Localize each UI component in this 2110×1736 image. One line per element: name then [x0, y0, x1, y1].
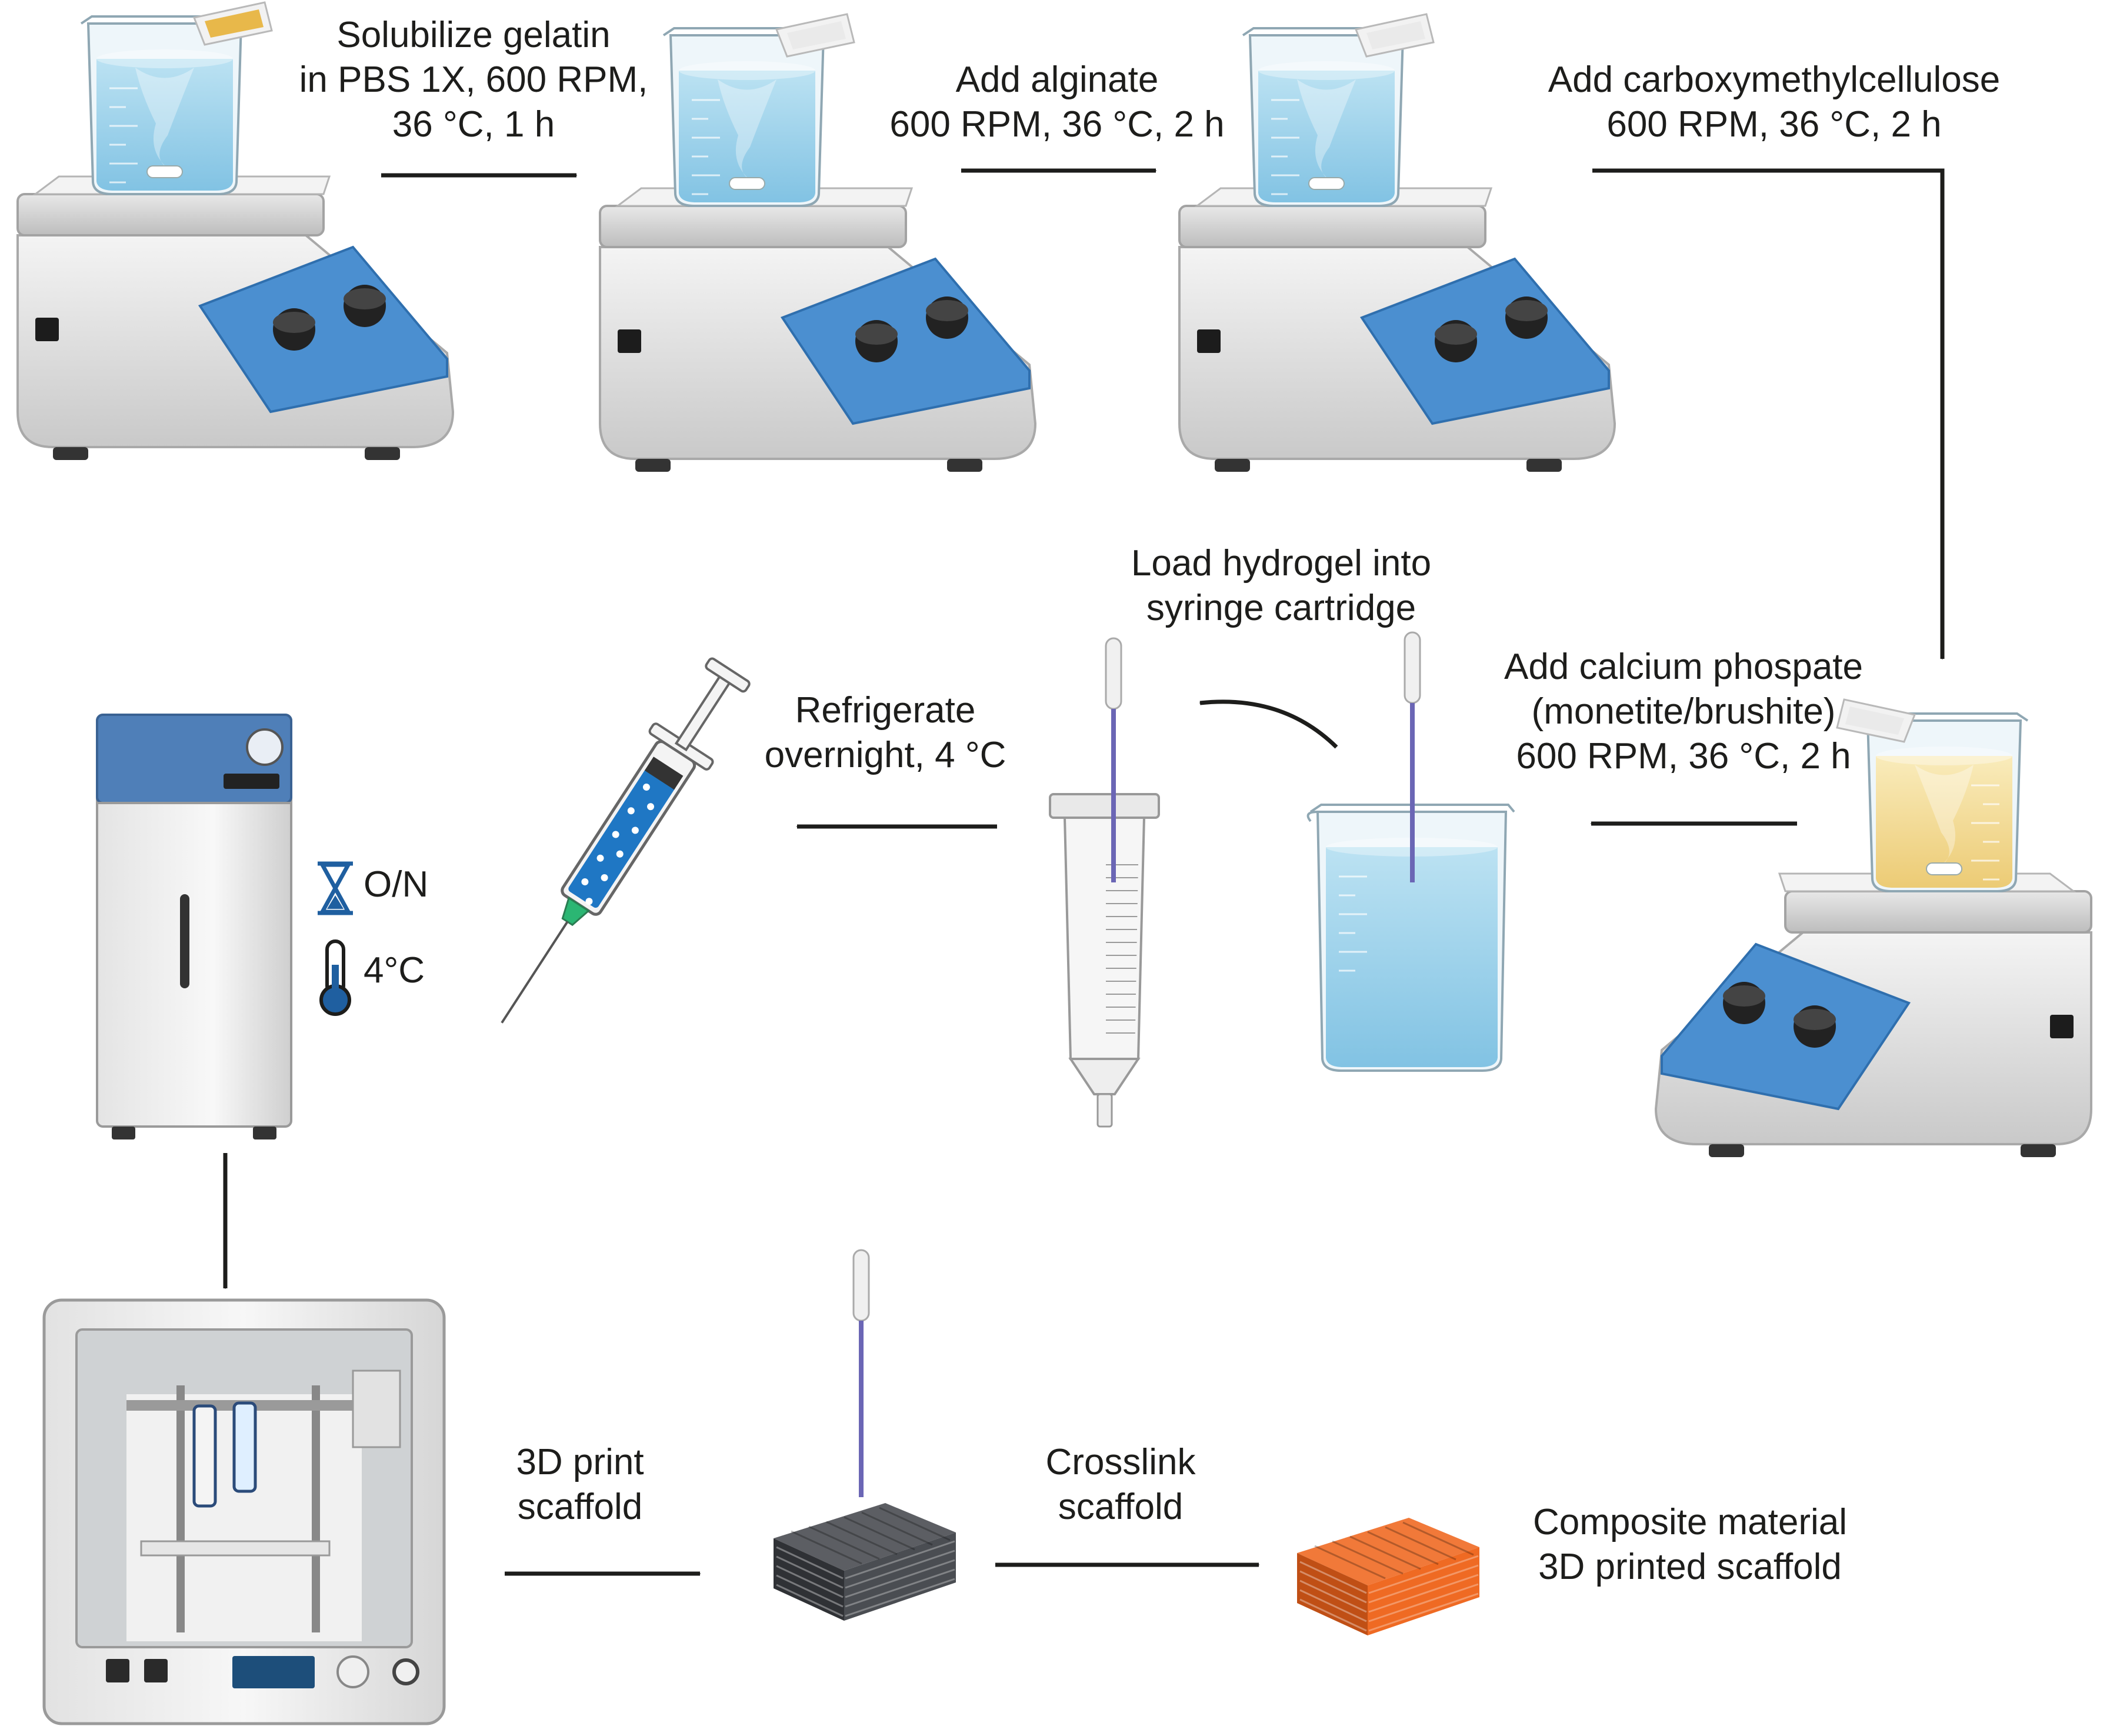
step-gelatin-label: Solubilize gelatin in PBS 1X, 600 RPM, 3… [299, 13, 648, 147]
step-refrigerate-line-1: Refrigerate [795, 690, 976, 731]
step-cmc-label: Add carboxymethylcellulose 600 RPM, 36 °… [1548, 58, 2001, 147]
refrigerator-icon [96, 714, 292, 1139]
step-gelatin-line-3: 36 °C, 1 h [392, 104, 555, 145]
result-label: Composite material 3D printed scaffold [1533, 1500, 1847, 1590]
beaker-icon [1309, 804, 1515, 1072]
beaker-icon [80, 15, 251, 195]
step-crosslink-line-2: scaffold [1058, 1487, 1184, 1527]
step-print-label: 3D print scaffold [516, 1440, 644, 1530]
magnetic-stirrer-icon [16, 175, 455, 460]
step-refrigerate-line-2: overnight, 4 °C [764, 735, 1006, 775]
beaker-icon [662, 27, 833, 207]
weigh-boat-icon [1836, 698, 1916, 743]
scaffold-icon [774, 1503, 956, 1621]
stirrer-gelatin [16, 1, 455, 460]
step-alginate-line-1: Add alginate [955, 59, 1159, 100]
result-line-1: Composite material [1532, 1502, 1848, 1542]
step-refrigerate-label: Refrigerate overnight, 4 °C [765, 688, 1006, 778]
hydrogel-beaker [1306, 631, 1515, 1072]
step-calcium-line-1: Add calcium phospate [1504, 647, 1864, 687]
step-alginate-line-2: 600 RPM, 36 °C, 2 h [889, 104, 1225, 145]
magnetic-stirrer-icon [1654, 872, 2092, 1157]
magnetic-stirrer-icon [1178, 187, 1616, 472]
step-print-line-2: scaffold [517, 1487, 643, 1527]
stirrer-alginate [599, 13, 1037, 472]
thermometer-icon [319, 939, 351, 1016]
step-cmc-line-1: Add carboxymethylcellulose [1548, 59, 2001, 100]
weigh-boat-icon [775, 13, 855, 58]
step-crosslink-line-1: Crosslink [1045, 1442, 1196, 1482]
step-calcium-label: Add calcium phospate (monetite/brushite)… [1504, 645, 1863, 779]
step-crosslink-label: Crosslink scaffold [1046, 1440, 1196, 1530]
beaker-icon [1242, 27, 1412, 207]
step-calcium-line-2: (monetite/brushite) [1531, 691, 1836, 732]
stirrer-calcium [1654, 698, 2092, 1157]
3d-printer-icon [42, 1298, 446, 1725]
beaker-icon [1858, 712, 2029, 892]
pipette-icon [1105, 637, 1122, 882]
step-alginate-label: Add alginate 600 RPM, 36 °C, 2 h [889, 58, 1224, 147]
weigh-boat-icon [192, 1, 273, 46]
step-calcium-line-3: 600 RPM, 36 °C, 2 h [1516, 736, 1851, 777]
arrow-cmc-to-calcium [1592, 168, 1945, 660]
step-gelatin-line-2: in PBS 1X, 600 RPM, [299, 59, 648, 100]
magnetic-stirrer-icon [599, 187, 1037, 472]
pipette-icon [1404, 631, 1421, 882]
arrow-curve-to-cartridge [1199, 699, 1338, 749]
gray-scaffold [774, 1249, 956, 1621]
step-cmc-line-2: 600 RPM, 36 °C, 2 h [1606, 104, 1942, 145]
fridge-temperature-label: 4°C [364, 950, 425, 991]
fridge-time-label: O/N [364, 864, 429, 905]
step-gelatin-line-1: Solubilize gelatin [336, 15, 611, 55]
hourglass-icon [318, 861, 353, 915]
step-load-line-2: syringe cartridge [1146, 588, 1416, 628]
syringe-icon [501, 657, 751, 1024]
pipette-icon [852, 1249, 870, 1497]
syringe-cartridge-icon [1049, 637, 1160, 1128]
step-print-line-1: 3D print [516, 1442, 644, 1482]
step-load-label: Load hydrogel into syringe cartridge [1131, 541, 1431, 631]
stirrer-cmc [1178, 13, 1616, 472]
weigh-boat-icon [1354, 13, 1435, 58]
result-line-2: 3D printed scaffold [1538, 1547, 1842, 1587]
step-load-line-1: Load hydrogel into [1131, 543, 1432, 584]
scaffold-icon [1297, 1518, 1479, 1635]
orange-scaffold [1297, 1518, 1479, 1635]
